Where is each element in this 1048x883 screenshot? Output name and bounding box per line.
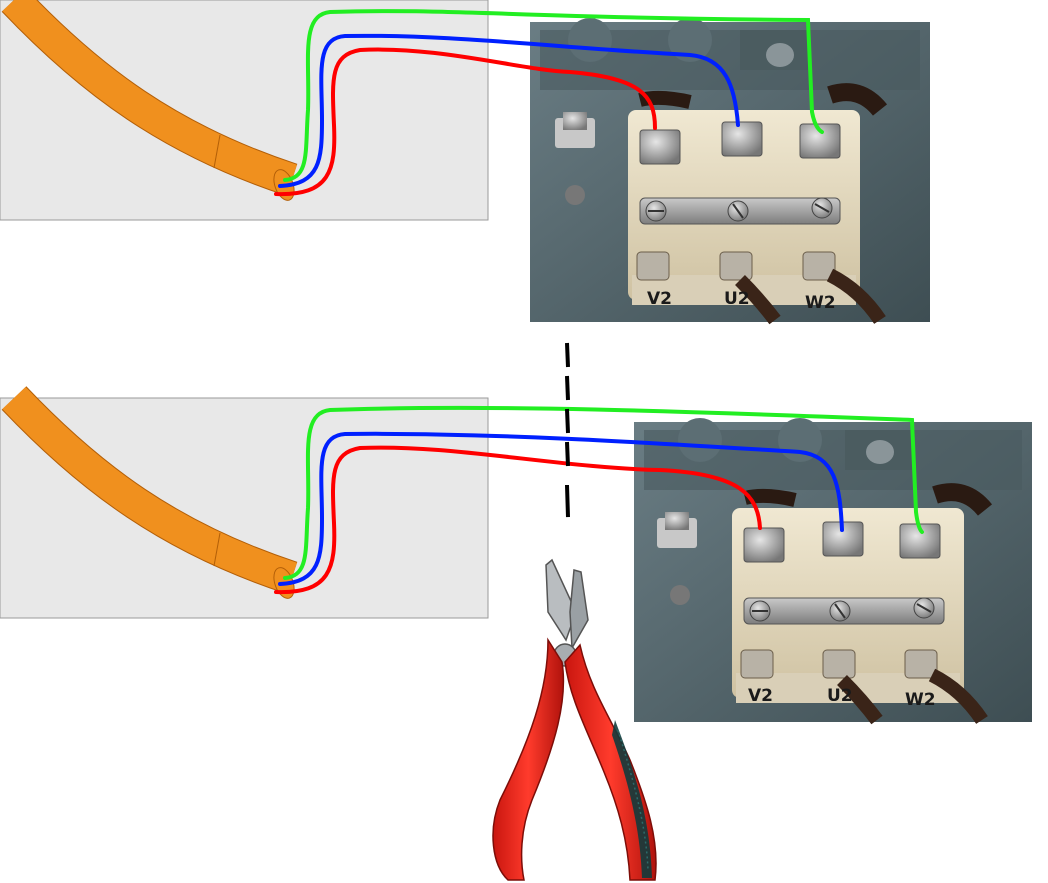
- green-wire: [283, 9, 824, 182]
- cable-background-panel: [0, 397, 489, 619]
- blue-wire: [278, 431, 844, 586]
- terminal-label-v2: V2: [647, 289, 672, 309]
- motor-terminal-box: V2 U2 W2: [634, 418, 1032, 725]
- green-wire: [283, 405, 924, 580]
- terminal-label-v2: V2: [748, 686, 773, 706]
- red-wire: [274, 445, 762, 595]
- red-wire: [274, 47, 657, 197]
- top-wiring-panel: V2 U2 W2: [0, 0, 930, 325]
- cut-line: [565, 342, 570, 518]
- terminal-label-w2: W2: [905, 690, 936, 710]
- side-cutter-pliers-icon: [492, 558, 657, 881]
- blue-wire: [278, 33, 740, 188]
- cable-background-panel: [0, 0, 489, 221]
- motor-terminal-box: V2 U2 W2: [530, 18, 930, 325]
- terminal-label-u2: U2: [724, 289, 750, 309]
- bottom-wiring-panel: V2 U2 W2: [0, 386, 1032, 725]
- terminal-label-w2: W2: [805, 293, 836, 313]
- terminal-label-u2: U2: [827, 686, 853, 706]
